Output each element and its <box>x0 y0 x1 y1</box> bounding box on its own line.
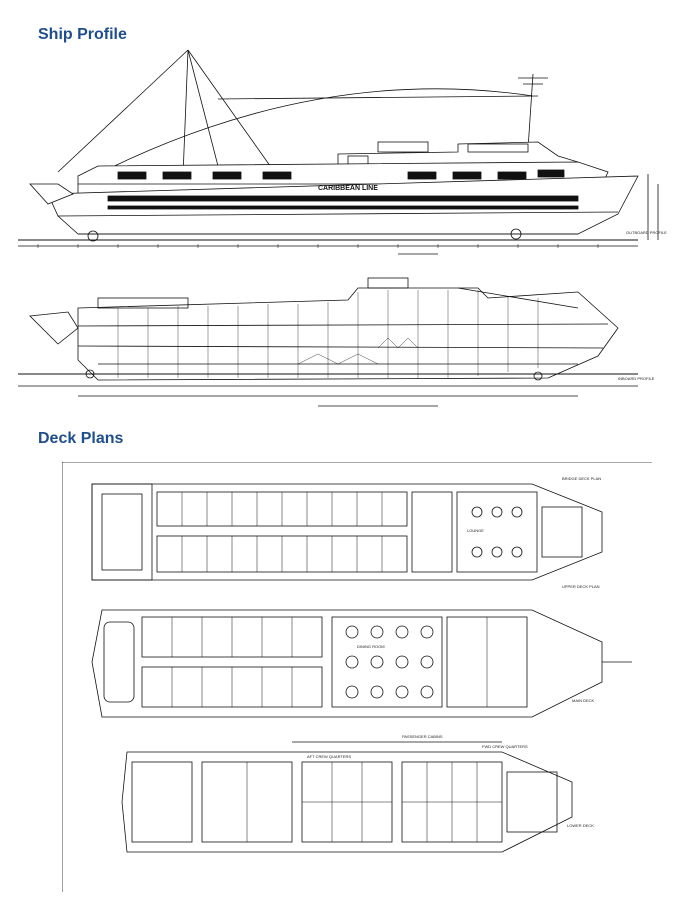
deck-plans-heading: Deck Plans <box>38 430 124 447</box>
lounge-label: LOUNGE <box>467 528 484 533</box>
bridge-deck-plan-label: BRIDGE DECK PLAN <box>562 476 601 481</box>
upper-deck-plan-label: UPPER DECK PLAN <box>562 584 600 589</box>
lower-deck-label: LOWER DECK <box>567 823 594 828</box>
ship-profile-heading: Ship Profile <box>38 26 127 43</box>
fwd-crew-quarters-label: FWD CREW QUARTERS <box>482 744 528 749</box>
main-deck-label: MAIN DECK <box>572 698 595 703</box>
dining-room-label: DINING ROOM <box>357 644 385 649</box>
ship-name-label: CARIBBEAN LINE <box>318 185 378 192</box>
deck-plans-drawing: BRIDGE DECK PLAN UPPER DECK PLAN MAIN DE… <box>62 462 652 892</box>
outboard-profile-drawing: CARIBBEAN LINE OUTBOARD PROFILE <box>18 44 678 266</box>
inboard-profile-label: INBOARD PROFILE <box>618 376 655 381</box>
inboard-profile-drawing: INBOARD PROFILE <box>18 268 678 423</box>
outboard-profile-label: OUTBOARD PROFILE <box>626 230 667 235</box>
passenger-cabins-label: PASSENGER CABINS <box>402 734 443 739</box>
aft-crew-quarters-label: AFT CREW QUARTERS <box>307 754 351 759</box>
